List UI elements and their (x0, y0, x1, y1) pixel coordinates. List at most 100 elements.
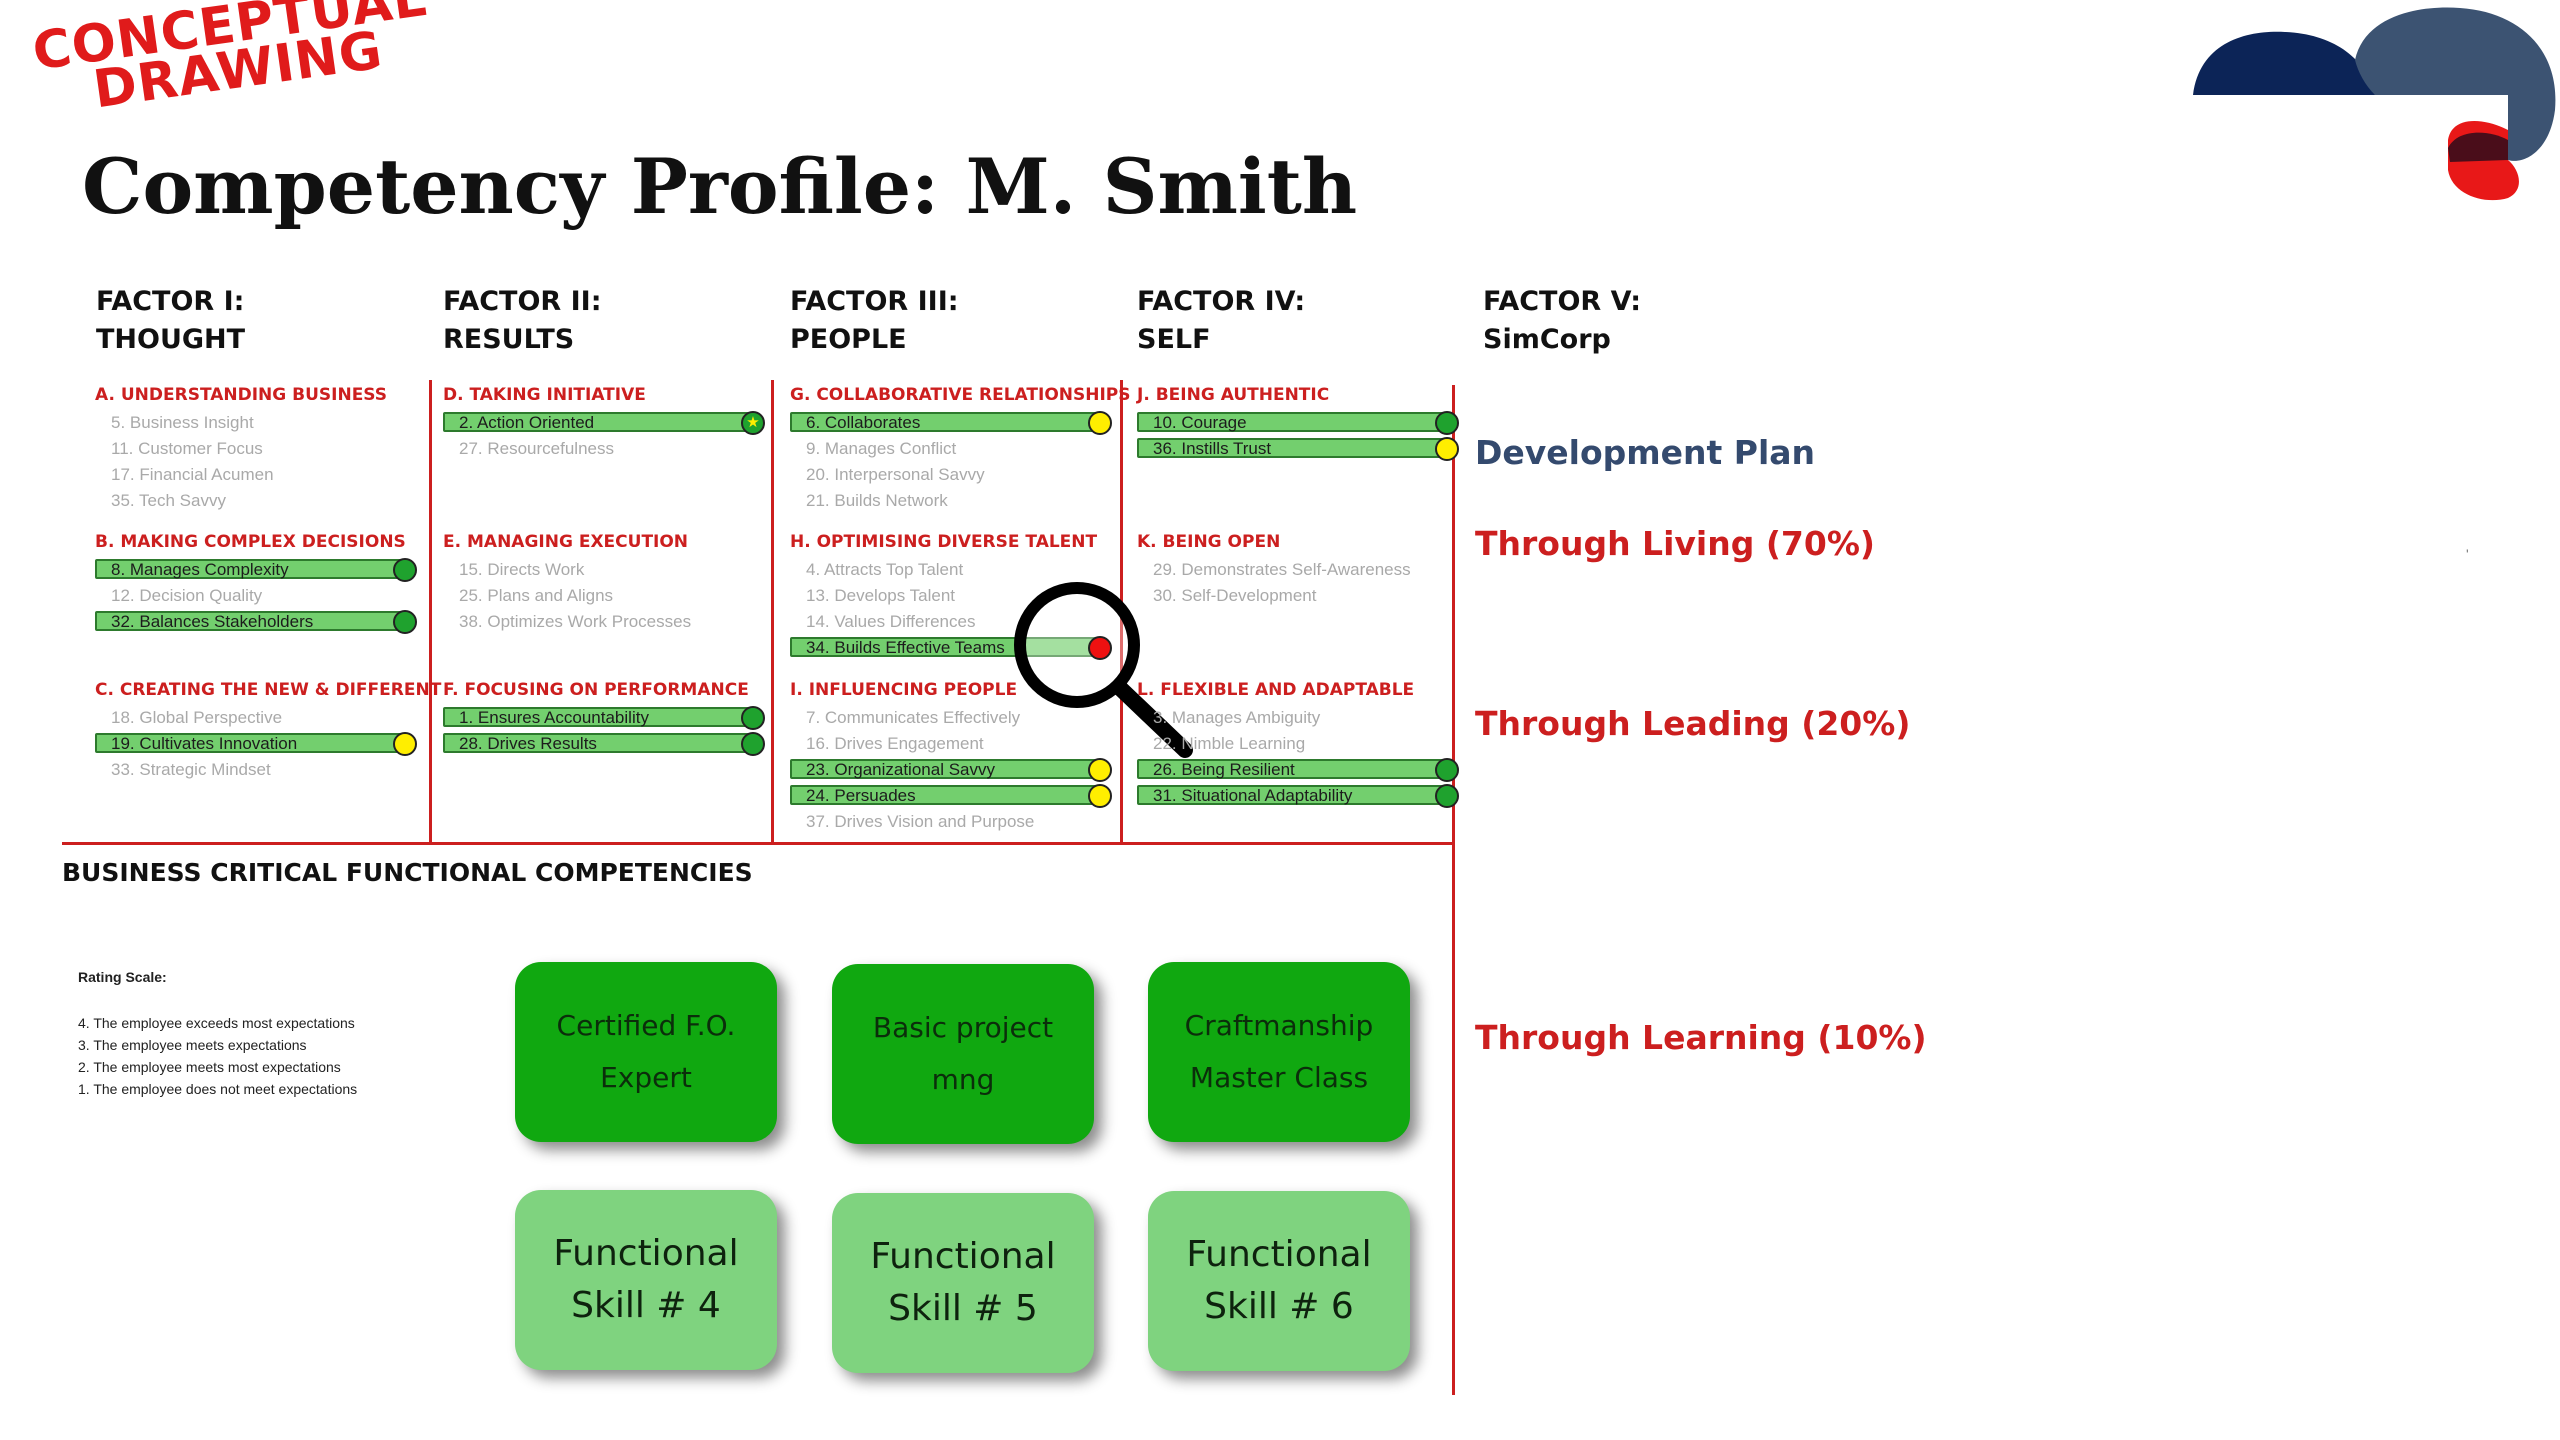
competency-item: 2. Action Oriented ★ (443, 410, 765, 436)
rating-dot-green (741, 706, 765, 730)
competency-label: 27. Resourcefulness (459, 439, 614, 458)
rating-dot-green (393, 558, 417, 582)
functional-competencies-title: BUSINESS CRITICAL FUNCTIONAL COMPETENCIE… (62, 858, 753, 887)
rating-dot-green (393, 610, 417, 634)
functional-box-label: Basic project mng (872, 1011, 1054, 1096)
factor-header-2: FACTOR II: RESULTS (443, 283, 763, 359)
section-g: G. COLLABORATIVE RELATIONSHIPS 6. Collab… (790, 380, 1131, 514)
functional-box-3: Craftmanship Master Class (1148, 962, 1410, 1142)
competency-item: 26. Being Resilient (1137, 757, 1459, 783)
column-divider-1 (429, 380, 432, 845)
competency-label: 37. Drives Vision and Purpose (806, 812, 1035, 831)
competency-label: 33. Strategic Mindset (111, 760, 271, 779)
competency-item: 24. Persuades (790, 783, 1112, 809)
competency-item: 1. Ensures Accountability (443, 705, 765, 731)
magnifier-handle (1112, 680, 1193, 758)
competency-label: 35. Tech Savvy (111, 491, 226, 510)
functional-box-label: Functional Skill # 5 (870, 1236, 1056, 1329)
functional-box-2: Basic project mng (832, 964, 1094, 1144)
section-title: D. TAKING INITIATIVE (443, 385, 646, 405)
competency-item: 4. Attracts Top Talent (790, 557, 1110, 583)
section-title: H. OPTIMISING DIVERSE TALENT (790, 532, 1098, 552)
rating-dot-green (1435, 784, 1459, 808)
magnifier-lens (1014, 582, 1140, 708)
competency-label: 32. Balances Stakeholders (111, 612, 314, 631)
functional-box-label: Certified F.O. Expert (556, 1009, 736, 1094)
factor-3-label: FACTOR III: (790, 286, 959, 317)
competency-label: 19. Cultivates Innovation (111, 734, 298, 753)
competency-label: 26. Being Resilient (1153, 760, 1295, 779)
competency-item: 37. Drives Vision and Purpose (790, 809, 1110, 835)
competency-item: 3. Manages Ambiguity (1137, 705, 1447, 731)
competency-item: 20. Interpersonal Savvy (790, 462, 1110, 488)
competency-label: 38. Optimizes Work Processes (459, 612, 692, 631)
competency-item: 18. Global Perspective (95, 705, 425, 731)
magnifying-glass-icon (1014, 582, 1193, 758)
rating-dot-yellow (1435, 437, 1459, 461)
section-title: A. UNDERSTANDING BUSINESS (95, 385, 388, 405)
factor-2-name: RESULTS (443, 324, 575, 355)
competency-item: 25. Plans and Aligns (443, 583, 763, 609)
competency-label: 25. Plans and Aligns (459, 586, 614, 605)
factor-4-label: FACTOR IV: (1137, 286, 1306, 317)
competency-label: 6. Collaborates (806, 413, 921, 432)
rating-scale-item: 1. The employee does not meet expectatio… (78, 1081, 358, 1097)
factor-3-name: PEOPLE (790, 324, 907, 355)
section-d: D. TAKING INITIATIVE 2. Action Oriented ★… (443, 380, 765, 462)
factor-header-1: FACTOR I: THOUGHT (96, 283, 416, 359)
competency-label: 15. Directs Work (459, 560, 585, 579)
competency-item: 5. Business Insight (95, 410, 420, 436)
competency-label: 12. Decision Quality (111, 586, 263, 605)
section-b: B. MAKING COMPLEX DECISIONS 8. Manages C… (95, 527, 420, 635)
through-living-label: Through Living (70%) (1475, 524, 1875, 563)
through-leading-label: Through Leading (20%) (1475, 704, 1911, 743)
competency-label: 14. Values Differences (806, 612, 976, 631)
factor-1-label: FACTOR I: (96, 286, 245, 317)
section-title: K. BEING OPEN (1137, 532, 1281, 552)
competency-item: 16. Drives Engagement (790, 731, 1110, 757)
competency-label: 16. Drives Engagement (806, 734, 984, 753)
competency-label: 2. Action Oriented (459, 413, 595, 432)
rating-dot-yellow (1088, 784, 1112, 808)
factor-header-5: FACTOR V: SimCorp (1483, 283, 1803, 359)
competency-item: 31. Situational Adaptability (1137, 783, 1459, 809)
competency-item: 7. Communicates Effectively (790, 705, 1110, 731)
section-title: L. FLEXIBLE AND ADAPTABLE (1137, 680, 1415, 700)
competency-label: 22. Nimble Learning (1153, 734, 1306, 753)
competency-label: 11. Customer Focus (111, 439, 263, 458)
functional-box-6: Functional Skill # 6 (1148, 1191, 1410, 1371)
section-title: F. FOCUSING ON PERFORMANCE (443, 680, 749, 700)
competency-label: 7. Communicates Effectively (806, 708, 1021, 727)
section-title: C. CREATING THE NEW & DIFFERENT (95, 680, 442, 700)
page-title: Competency Profile: M. Smith (82, 142, 1358, 231)
competency-label: 18. Global Perspective (111, 708, 283, 727)
rating-dot-yellow (393, 732, 417, 756)
competency-label: 4. Attracts Top Talent (806, 560, 964, 579)
competency-label: 31. Situational Adaptability (1153, 786, 1353, 805)
rating-dot-green: ★ (741, 411, 765, 435)
rating-scale: Rating Scale: 4. The employee exceeds mo… (78, 966, 357, 1100)
competency-item: 33. Strategic Mindset (95, 757, 425, 783)
competency-item: 38. Optimizes Work Processes (443, 609, 763, 635)
competency-item: 21. Builds Network (790, 488, 1110, 514)
competency-item: 32. Balances Stakeholders (95, 609, 420, 635)
development-plan-title: Development Plan (1475, 433, 1816, 472)
competency-label: 28. Drives Results (459, 734, 597, 753)
functional-box-1: Certified F.O. Expert (515, 962, 777, 1142)
functional-box-label: Craftmanship Master Class (1184, 1009, 1374, 1094)
through-learning-label: Through Learning (10%) (1475, 1018, 1927, 1057)
section-title: E. MANAGING EXECUTION (443, 532, 689, 552)
section-title: I. INFLUENCING PEOPLE (790, 680, 1018, 700)
competency-label: 1. Ensures Accountability (459, 708, 649, 727)
functional-box-label: Functional Skill # 4 (553, 1233, 739, 1326)
competency-item: 36. Instills Trust (1137, 436, 1459, 462)
competency-label: 8. Manages Complexity (111, 560, 289, 579)
section-k: K. BEING OPEN 29. Demonstrates Self-Awar… (1137, 527, 1447, 609)
competency-item: 19. Cultivates Innovation (95, 731, 425, 757)
rating-scale-item: 2. The employee meets most expectations (78, 1059, 341, 1075)
functional-box-5: Functional Skill # 5 (832, 1193, 1094, 1373)
competency-label: 3. Manages Ambiguity (1153, 708, 1321, 727)
rating-dot-green (1435, 758, 1459, 782)
factor-header-3: FACTOR III: PEOPLE (790, 283, 1110, 359)
